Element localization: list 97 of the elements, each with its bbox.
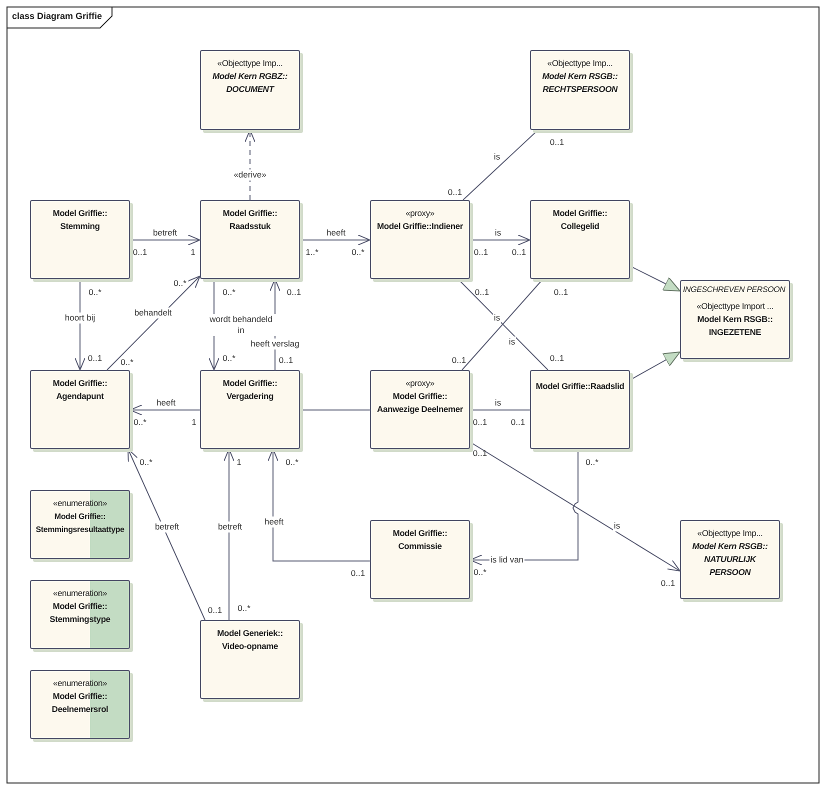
edge-label: is <box>508 336 516 348</box>
class-name: Model Griffie:: Stemmingsresultaattype <box>34 511 126 536</box>
class-box <box>370 370 470 449</box>
class-box <box>370 520 470 599</box>
edge-label: betreft <box>154 522 180 532</box>
stereotype-label: «Objecttype Imp... <box>696 527 764 540</box>
enumeration-box <box>30 490 130 559</box>
class-name: Model Kern RGBZ:: DOCUMENT <box>212 70 288 96</box>
multiplicity-label: 0..1 <box>550 353 564 363</box>
edge-label: «derive» <box>232 170 268 180</box>
multiplicity-label: 0..* <box>238 603 250 613</box>
class-box <box>200 370 300 449</box>
class-name: Model Kern RSGB:: RECHTSPERSOON <box>541 70 619 96</box>
edge-label: betreft <box>152 228 178 238</box>
multiplicity-label: 0..1 <box>208 605 222 615</box>
multiplicity-label: 0..1 <box>472 448 488 458</box>
edge-label: is <box>492 152 502 162</box>
stereotype-label: «proxy» <box>404 377 436 390</box>
multiplicity-label: 0..* <box>140 457 152 467</box>
multiplicity-label: 1 <box>192 417 196 427</box>
edge-label: is <box>494 398 502 408</box>
multiplicity-label: 0..* <box>286 457 298 467</box>
multiplicity-label: 0..1 <box>472 417 488 427</box>
stereotype-label: «enumeration» <box>52 497 108 510</box>
multiplicity-label: 0..1 <box>350 568 366 578</box>
multiplicity-label: 0..1 <box>286 287 302 297</box>
class-name: Model Griffie:: Agendapunt <box>52 377 108 403</box>
class-box <box>530 200 630 279</box>
edge-label: is <box>492 312 502 324</box>
class-name: Model Griffie:: Vergadering <box>222 377 278 403</box>
association-arrow <box>106 276 200 370</box>
multiplicity-label: 0..* <box>352 247 364 257</box>
multiplicity-label: 0..* <box>174 278 186 288</box>
multiplicity-label: 1..* <box>306 247 318 257</box>
edge-label: is <box>494 228 502 238</box>
enumeration-box <box>30 580 130 649</box>
multiplicity-label: 0..1 <box>448 187 462 197</box>
class-box <box>370 200 470 279</box>
stereotype-label: «Objecttype Import ... <box>696 300 774 313</box>
stereotype-label: «Objecttype Imp... <box>216 57 284 70</box>
class-name: Model Griffie::Raadslid <box>534 380 626 393</box>
class-box <box>530 50 630 130</box>
multiplicity-label: 0..1 <box>510 417 526 427</box>
class-box <box>680 520 780 599</box>
multiplicity-label: 0..1 <box>660 578 676 588</box>
edge-label: heeft <box>326 228 346 238</box>
enumeration-box <box>30 670 130 739</box>
multiplicity-label: 0..* <box>134 417 146 427</box>
multiplicity-label: 0..1 <box>474 287 490 297</box>
multiplicity-label: 0..* <box>586 457 598 467</box>
edge-label: betreft <box>216 522 244 532</box>
stereotype-label: «Objecttype Imp... <box>546 57 614 70</box>
class-name: Model Griffie:: Stemming <box>52 207 108 233</box>
multiplicity-label: 0..1 <box>88 353 102 363</box>
multiplicity-label: 0..1 <box>550 137 564 147</box>
diagram-title: class Diagram Griffie <box>12 10 102 22</box>
class-box <box>530 370 630 449</box>
class-name: Model Griffie:: Commissie <box>392 527 448 553</box>
class-box <box>680 280 790 359</box>
multiplicity-label: 0..1 <box>512 247 526 257</box>
multiplicity-label: 0..1 <box>474 247 488 257</box>
class-name: Model Griffie:: Raadsstuk <box>222 207 278 233</box>
class-box <box>200 200 300 279</box>
class-box <box>200 620 300 699</box>
class-box <box>200 50 300 130</box>
multiplicity-label: 0..1 <box>132 247 148 257</box>
multiplicity-label: 0..1 <box>278 355 294 365</box>
multiplicity-label: 0..* <box>222 353 236 363</box>
edge-label: is lid van <box>489 554 525 566</box>
class-box <box>30 200 130 279</box>
edge-label: heeft verslag <box>250 338 300 350</box>
edge-label: heeft <box>264 516 284 528</box>
stereotype-label: «proxy» <box>404 207 436 220</box>
class-name: Model Kern RSGB:: NATUURLIJK PERSOON <box>691 540 769 579</box>
stereotype-label: «enumeration» <box>52 677 108 690</box>
edge-label: behandelt <box>133 308 173 318</box>
class-name: Model Griffie:: Collegelid <box>552 207 608 233</box>
multiplicity-label: 0..* <box>88 287 102 297</box>
edge-label: is <box>612 520 622 532</box>
class-name: Model Griffie:: Stemmingstype <box>48 600 112 626</box>
edge-label: heeft <box>156 398 176 408</box>
class-box <box>30 370 130 449</box>
multiplicity-label: 0..* <box>120 357 134 367</box>
class-name: Model Griffie:: Aanwezige Deelnemer <box>376 390 464 416</box>
multiplicity-label: 1 <box>236 457 242 467</box>
stereotype-label: «enumeration» <box>52 587 108 600</box>
class-name: INGESCHREVEN PERSOON <box>683 284 786 296</box>
class-name: Model Kern RSGB:: INGEZETENE <box>696 313 774 339</box>
multiplicity-label: 0..* <box>222 287 236 297</box>
multiplicity-label: 1 <box>190 247 196 257</box>
multiplicity-label: 0..* <box>474 567 486 577</box>
class-name: Model Griffie::Indiener <box>376 220 464 233</box>
multiplicity-label: 0..1 <box>554 287 568 297</box>
class-name: Model Generiek:: Video-opname <box>216 627 284 653</box>
multiplicity-label: 0..1 <box>452 355 466 365</box>
class-name: Model Griffie:: Deelnemersrol <box>50 690 110 716</box>
edge-label: hoort bij <box>64 312 96 324</box>
